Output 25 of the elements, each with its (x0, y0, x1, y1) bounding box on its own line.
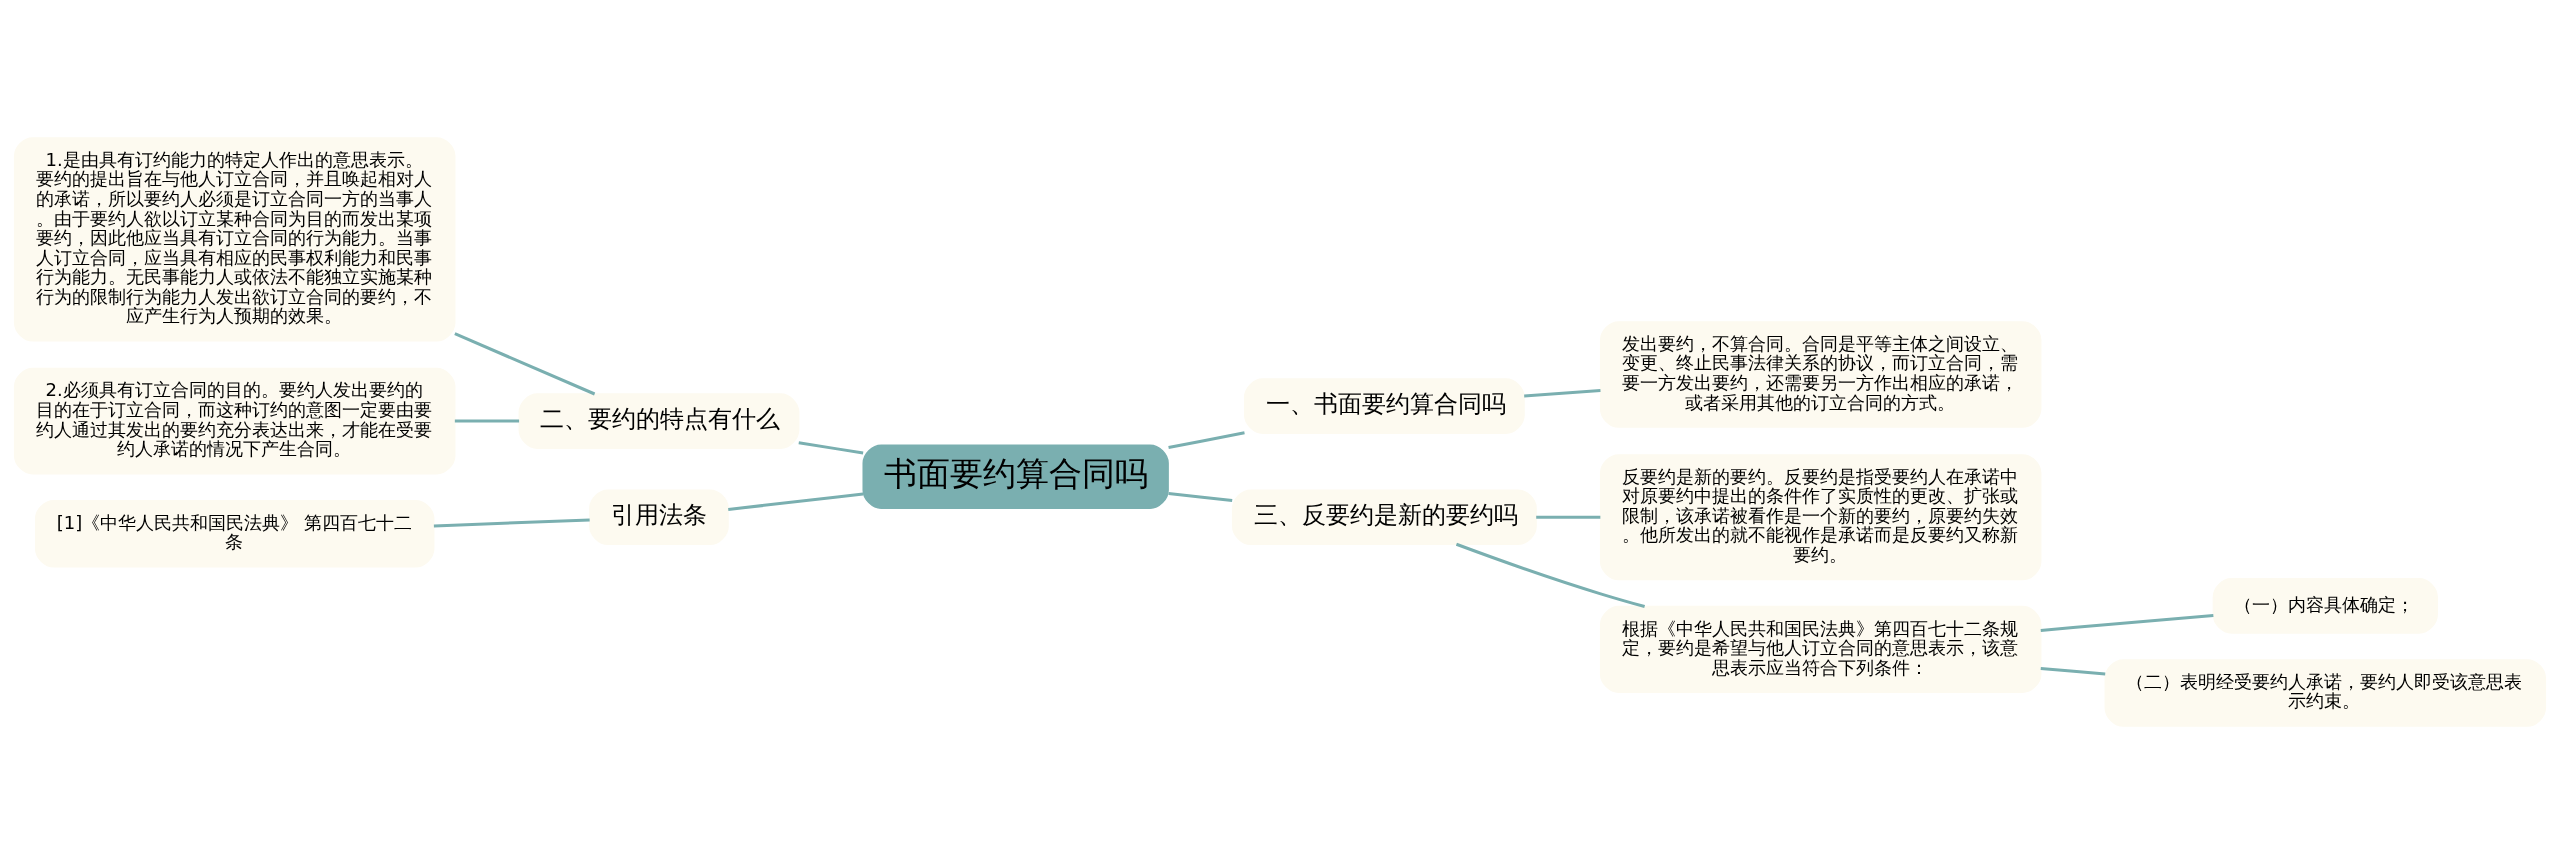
connector (2040, 613, 2214, 632)
node-box: 书面要约算合同吗 (862, 443, 1169, 509)
connector (798, 440, 864, 454)
node-box: 反要约是新的要约。反要约是指受要约人在承诺中对原要约中提出的条件作了实质性的更改、扩张或限制，该承诺被看作是一个新的要约，原要约失效。他所发出的就不能视作是承诺而是反要约又称新要约。 (1599, 453, 2042, 580)
connector (728, 492, 864, 511)
node-box: 发出要约，不算合同。合同是平等主体之间设立、变更、终止民事法律关系的协议，而订立合同，需要一方发出要约，还需要另一方作出相应的承诺，或者采用其他的订立合同的方式。 (1599, 320, 2042, 428)
node-box: 三、反要约是新的要约吗 (1231, 488, 1537, 545)
node-box: 二、要约的特点有什么 (518, 392, 800, 449)
connector (2040, 666, 2106, 675)
node-box: [1]《中华人民共和国民法典》 第四百七十二条 (34, 499, 435, 568)
connector (1455, 542, 1646, 608)
node-box: 一、书面要约算合同吗 (1243, 377, 1525, 434)
connector (1168, 491, 1233, 502)
node-box: （一）内容具体确定； (2212, 577, 2438, 634)
node-box: 2.必须具有订立合同的目的。要约人发出要约的目的在于订立合同，而这种订约的意图一定要由要约人通过其发出的要约充分表达出来，才能在受要约人承诺的情况下产生合同。 (13, 367, 456, 474)
node-box: （二）表明经受要约人承诺，要约人即受该意思表示约束。 (2104, 658, 2547, 727)
connector (1168, 430, 1245, 449)
connector (454, 331, 596, 395)
connector (1536, 515, 1601, 519)
connector (1524, 388, 1601, 398)
node-box: 1.是由具有订约能力的特定人作出的意思表示。要约的提出旨在与他人订立合同，并且唤起相对人的承诺，所以要约人必须是订立合同一方的当事人。由于要约人欲以订立某种合同为目的而发出某项要约，因此他应当具有订立合同的行为能力。当事人订立合同，应当具有相应的民事权利能力和民事行为能力。无民事能力人或依法不能独立实施某种行为的限制行为能力人发出欲订立合同的要约，不应产生行为人预期的效果。 (13, 136, 456, 341)
connector (433, 517, 590, 527)
node-box: 根据《中华人民共和国民法典》第四百七十二条规定，要约是希望与他人订立合同的意思表示，该意思表示应当符合下列条件： (1599, 605, 2042, 693)
node-box: 引用法条 (589, 488, 729, 545)
connector (454, 419, 520, 423)
